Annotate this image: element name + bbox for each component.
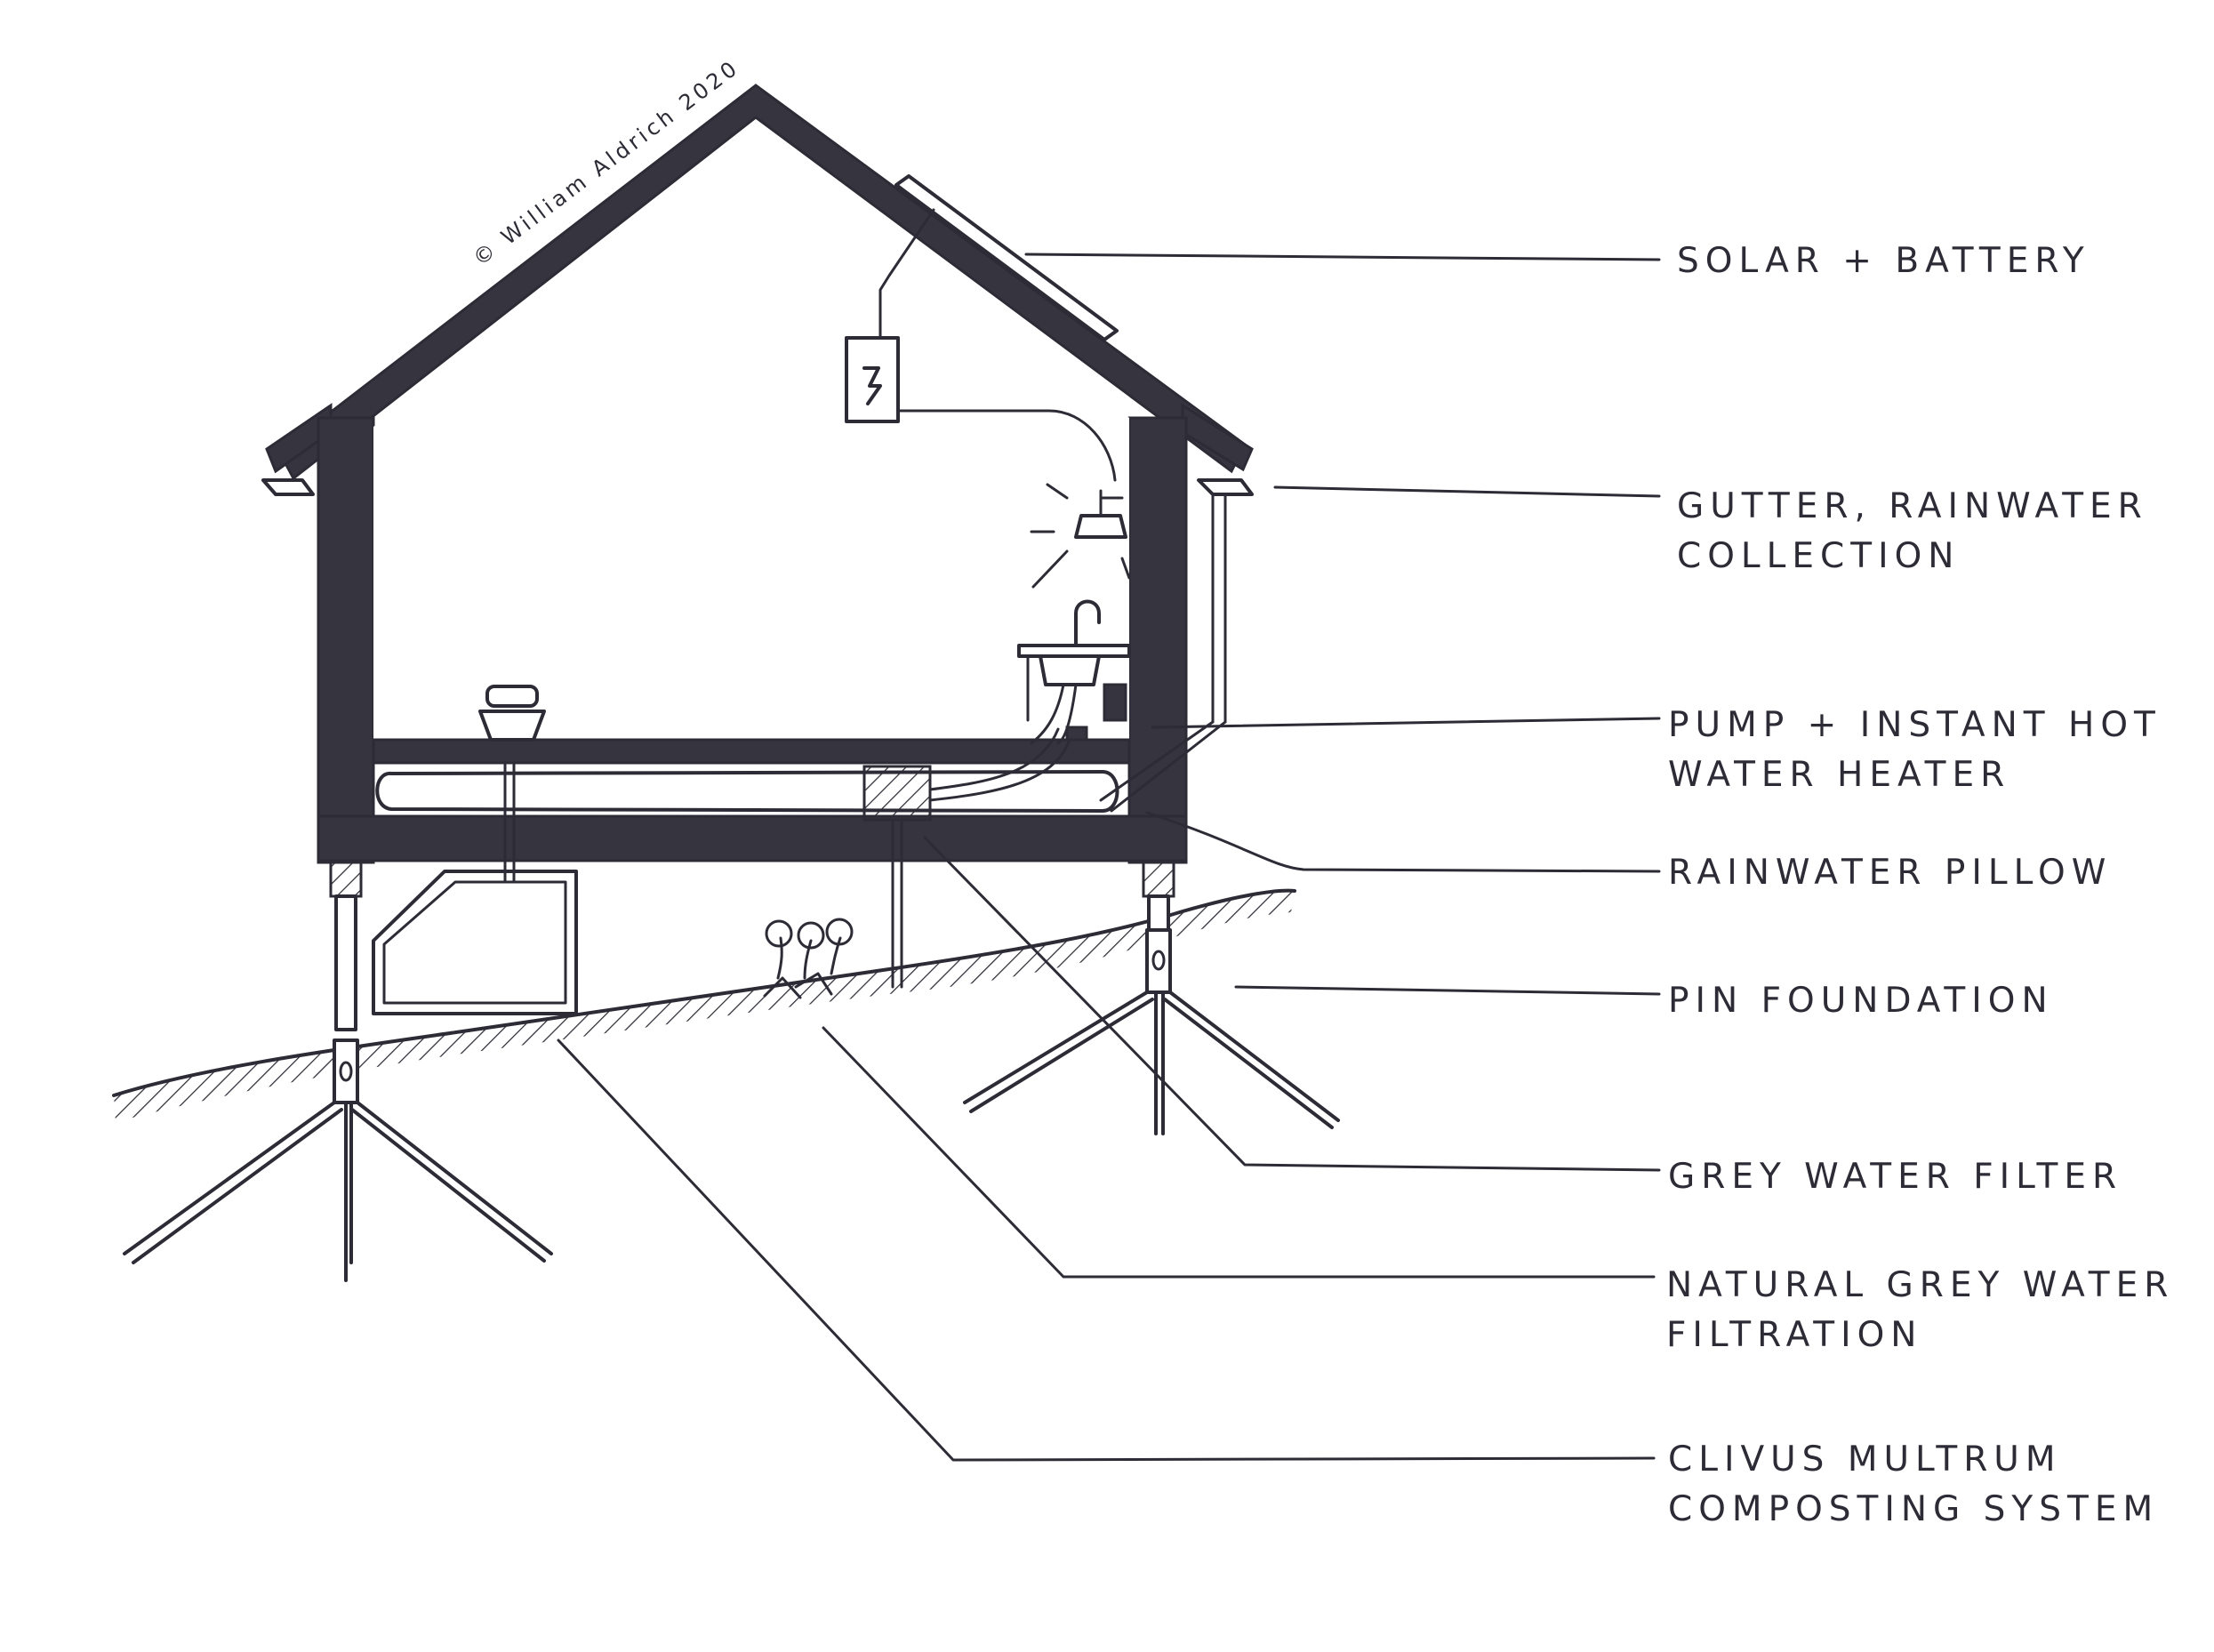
- leader-gutter: [1273, 485, 1661, 498]
- leader-pump: [1151, 717, 1661, 729]
- leader-solar: [1024, 253, 1661, 261]
- leader-lines: [557, 253, 1661, 1462]
- solar-battery: [845, 174, 1119, 482]
- post-cap-right: [1142, 861, 1175, 898]
- label-natural: NATURAL GREY WATER FILTRATION: [1666, 1265, 2192, 1355]
- label-solar: SOLAR + BATTERY: [1677, 241, 2090, 281]
- ground-hatch-band: [114, 890, 1295, 1122]
- label-clivus: CLIVUS MULTRUM COMPOSTING SYSTEM: [1668, 1439, 2159, 1529]
- light-fixture: [1030, 483, 1131, 589]
- house-section: [265, 84, 1254, 898]
- label-pin: PIN FOUNDATION: [1668, 981, 2054, 1021]
- pin-foundation-left: [123, 894, 553, 1282]
- sink-pump: [1017, 599, 1131, 745]
- leader-natural: [822, 1026, 1656, 1279]
- toilet: [478, 685, 546, 742]
- grey-water-pipe: [891, 727, 1072, 989]
- plants: [763, 918, 854, 999]
- pin-foundation-right: [963, 894, 1340, 1135]
- label-pillow: RAINWATER PILLOW: [1668, 853, 2112, 893]
- wall-left: [317, 416, 375, 864]
- floor-upper: [372, 738, 1131, 765]
- leader-pin: [1234, 985, 1661, 996]
- label-pump: PUMP + INSTANT HOT WATER HEATER: [1668, 705, 2178, 795]
- composting-tank: [372, 761, 578, 1015]
- label-greyfilter: GREY WATER FILTER: [1668, 1157, 2122, 1197]
- gutters: [261, 478, 1254, 813]
- post-cap-left: [329, 861, 363, 898]
- wall-right: [1127, 416, 1188, 864]
- leader-greyfilter: [923, 836, 1661, 1172]
- leader-clivus: [557, 1039, 1656, 1462]
- grey-water-filter-block: [862, 765, 932, 822]
- label-gutter: GUTTER, RAINWATER COLLECTION: [1677, 486, 2165, 576]
- floor-lower: [317, 814, 1188, 862]
- leader-pillow: [1145, 811, 1661, 873]
- ground: [112, 888, 1296, 1122]
- rainwater-pillow: [375, 770, 1119, 813]
- interior-room: [373, 133, 1129, 740]
